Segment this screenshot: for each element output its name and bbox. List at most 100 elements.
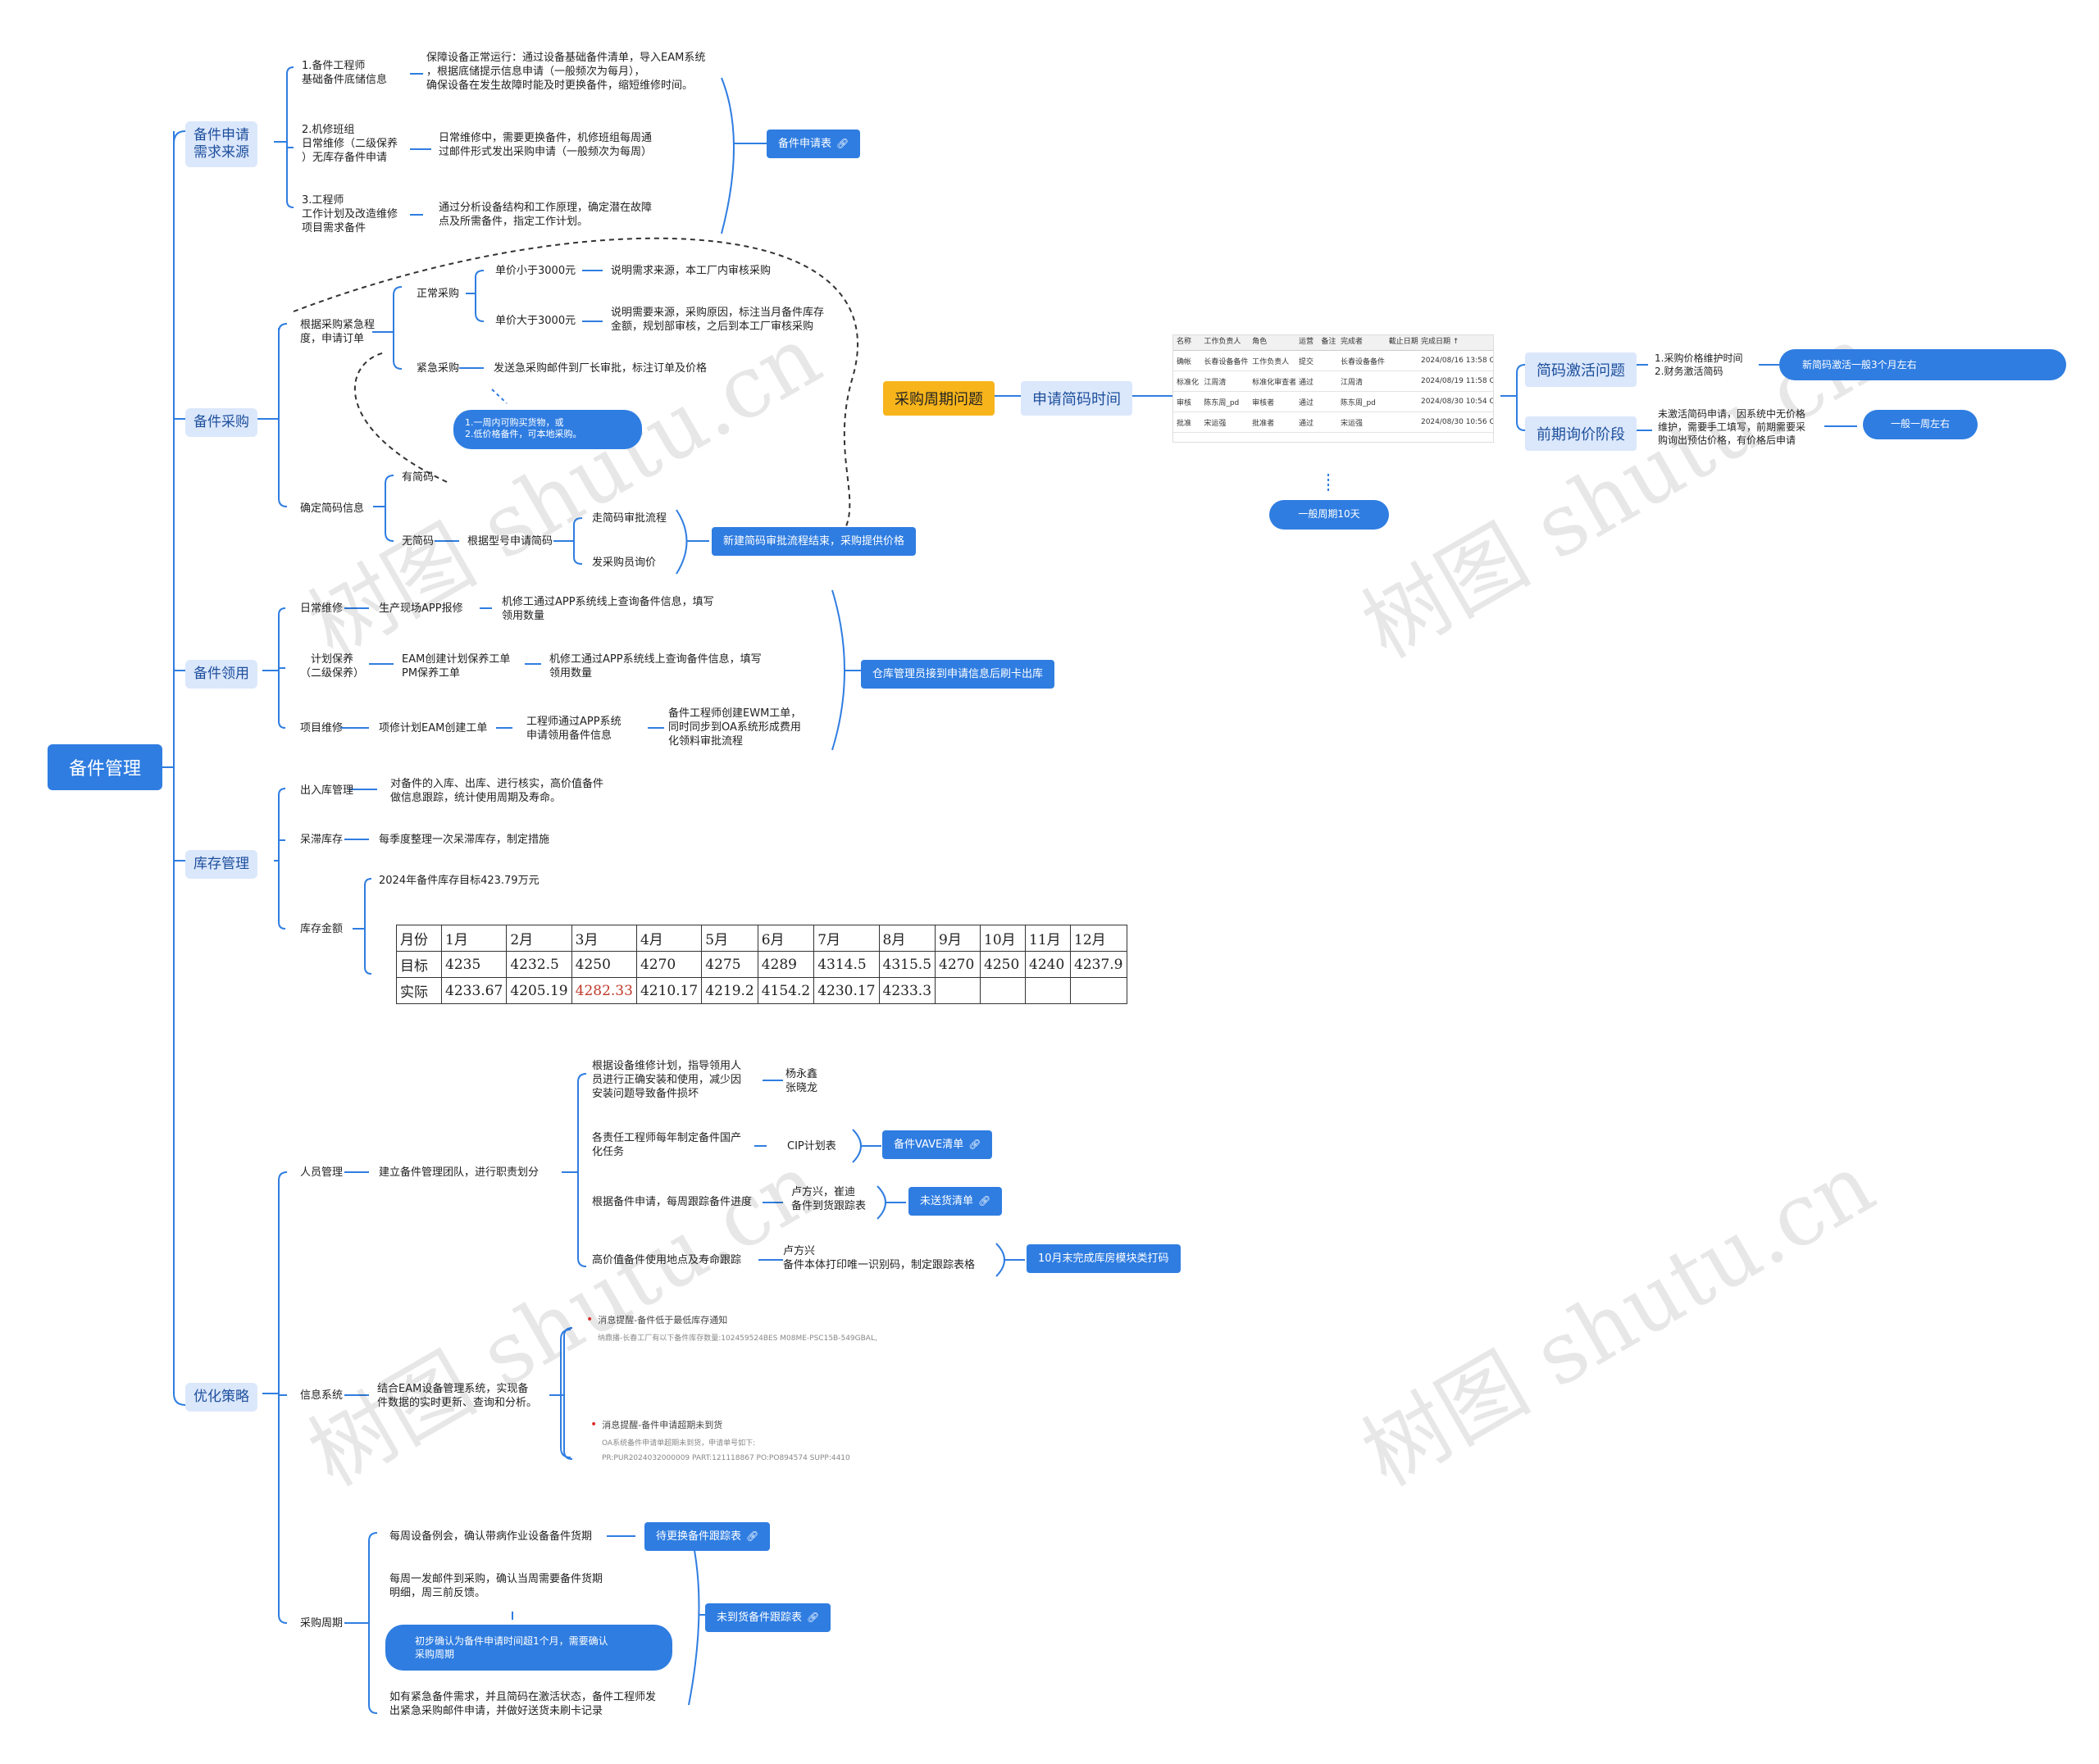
demand-form-button[interactable]: 备件申请表 🔗︎: [767, 130, 861, 158]
purchase-result[interactable]: 新建简码审批流程结束，采购提供价格: [712, 527, 917, 556]
table-cell: 实际: [396, 977, 442, 1004]
opt-info[interactable]: 信息系统: [300, 1389, 344, 1402]
purchase-gt3000[interactable]: 单价大于3000元: [495, 315, 576, 327]
opt-c2-note[interactable]: 初步确认为备件申请时间超1个月，需要确认 采购周期: [385, 1625, 672, 1671]
approval-screenshot: 名称 工作负责人 角色 运营 备注 完成者 截止日期 完成日期 ↑ 确帐长春设备…: [1172, 334, 1494, 443]
branch-demand-source[interactable]: 备件申请 需求来源: [185, 121, 257, 167]
cell: 通过: [1298, 398, 1314, 407]
table-cell: 4219.2: [701, 977, 758, 1004]
col-header: 完成日期 ↑: [1420, 338, 1459, 346]
purchase-lt3000[interactable]: 单价小于3000元: [495, 265, 576, 277]
opt-p1[interactable]: 根据设备维修计划，指导领用人 员进行正确安装和使用，减少因 安装问题导致备件损坏: [592, 1060, 742, 1100]
stock-table: 月份 1月 2月 3月 4月 5月 6月 7月 8月 9月 10月 11月 12…: [396, 925, 1127, 1004]
branch-optimize[interactable]: 优化策略: [185, 1383, 257, 1412]
col-header: 运营: [1298, 338, 1314, 346]
opt-p3[interactable]: 根据备件申请，每周跟踪备件进度: [592, 1196, 753, 1208]
cycle-apply-time[interactable]: 申请简码时间: [1021, 381, 1132, 416]
message-title: 消息提醒-备件低于最低库存通知: [598, 1315, 728, 1325]
screenshot-header: 名称 工作负责人 角色 运营 备注 完成者 截止日期 完成日期 ↑: [1173, 335, 1493, 351]
table-cell: 4月: [635, 925, 703, 952]
purchase-note[interactable]: 1.一周内可购买货物，或 2.低价格备件，可本地采购。: [453, 410, 642, 449]
cycle-period[interactable]: 一般周期10天: [1269, 500, 1389, 530]
purchase-code-flow[interactable]: 走简码审批流程: [592, 512, 667, 525]
purchase-normal[interactable]: 正常采购: [417, 288, 460, 300]
issue-plan[interactable]: 计划保养 （二级保养）: [300, 653, 365, 680]
opt-p2[interactable]: 各责任工程师每年制定备件国产 化任务: [592, 1132, 742, 1158]
demand-detail-3: 通过分析设备结构和工作原理，确定潜在故障 点及所需备件，指定工作计划。: [439, 202, 653, 228]
table-cell: 4232.5: [506, 951, 572, 978]
branch-stock[interactable]: 库存管理: [185, 850, 257, 879]
stock-table-target-row: 目标 4235 4232.5 4250 4270 4275 4289 4314.…: [396, 951, 1127, 978]
branch-issue[interactable]: 备件领用: [185, 660, 257, 689]
issue-result[interactable]: 仓库管理员接到申请信息后刷卡出库: [861, 660, 1055, 689]
opt-people[interactable]: 人员管理: [300, 1166, 344, 1179]
p4-result[interactable]: 10月末完成库房模块类打码: [1027, 1244, 1181, 1273]
demand-item-2[interactable]: 2.机修班组 日常维修（二级保养 ）无库存备件申请: [302, 124, 398, 164]
root-node[interactable]: 备件管理: [48, 744, 162, 790]
opt-p3-owner: 卢方兴，崔迪 备件到货跟踪表: [791, 1186, 867, 1212]
table-cell: 4205.19: [506, 977, 572, 1004]
activate-result[interactable]: 新简码激活一般3个月左右: [1779, 349, 2066, 380]
attachment-icon: 🔗︎: [836, 138, 849, 149]
opt-c2[interactable]: 每周一发邮件到采购，确认当周需要备件货期 明细，周三前反馈。: [389, 1573, 603, 1599]
table-cell: 4250: [980, 951, 1027, 978]
purchase-confirm-code[interactable]: 确定简码信息: [300, 502, 365, 515]
col-header: 备注: [1321, 338, 1336, 346]
table-cell: 4154.2: [757, 977, 815, 1004]
issue-project-ewm: 备件工程师创建EWM工单， 同时同步到OA系统形成费用 化领料审批流程: [668, 707, 802, 748]
issue-plan-eam[interactable]: EAM创建计划保养工单 PM保养工单: [402, 653, 511, 680]
table-cell: [980, 977, 1027, 1004]
purchase-apply-code[interactable]: 根据型号申请简码: [467, 535, 553, 548]
table-cell: 11月: [1025, 925, 1072, 952]
purchase-urgency[interactable]: 根据采购紧急程 度，申请订单: [300, 319, 376, 345]
issue-daily[interactable]: 日常维修: [300, 602, 344, 615]
cell: 2024/08/19 11:58 CST: [1420, 377, 1493, 385]
cycle-issue-title[interactable]: 采购周期问题: [883, 381, 995, 416]
issue-project-eam[interactable]: 项修计划EAM创建工单: [379, 722, 488, 734]
table-cell: 4233.67: [440, 977, 508, 1004]
message-body: 纳鼎播-长春工厂有以下备件库存数量:102459524BES M08ME-PSC…: [598, 1334, 877, 1343]
demand-form-label: 备件申请表: [778, 138, 832, 150]
replace-tracking-button[interactable]: 待更换备件跟踪表🔗︎: [644, 1522, 771, 1551]
table-cell: 4270: [635, 951, 703, 978]
cell: 审核: [1177, 398, 1192, 407]
purchase-lt3000-detail: 说明需求来源，本工厂内审核采购: [611, 265, 772, 277]
table-cell: 4289: [757, 951, 815, 978]
inquiry-stage[interactable]: 前期询价阶段: [1525, 416, 1637, 451]
undelivered-tracking-button[interactable]: 未到货备件跟踪表🔗︎: [705, 1603, 831, 1632]
table-cell: [935, 977, 981, 1004]
opt-cycle[interactable]: 采购周期: [300, 1617, 344, 1630]
inquiry-result[interactable]: 一般一周左右: [1863, 410, 1978, 439]
stock-inout[interactable]: 出入库管理: [300, 784, 354, 797]
vave-list-button[interactable]: 备件VAVE清单🔗︎: [882, 1130, 993, 1159]
stock-stale[interactable]: 呆滞库存: [300, 834, 344, 846]
cell: 工作负责人: [1252, 357, 1290, 366]
opt-info-detail: 结合EAM设备管理系统，实现备 件数据的实时更新、查询和分析。: [377, 1383, 538, 1409]
issue-project[interactable]: 项目维修: [300, 722, 344, 734]
branch-purchase[interactable]: 备件采购: [185, 408, 257, 437]
purchase-has-code[interactable]: 有简码: [402, 471, 435, 484]
undelivered-list-button[interactable]: 未送货清单 🔗︎: [908, 1187, 1003, 1216]
opt-c1[interactable]: 每周设备例会，确认带病作业设备备件货期: [389, 1530, 593, 1543]
stock-amount[interactable]: 库存金额: [300, 923, 344, 935]
opt-c3[interactable]: 如有紧急备件需求，并且简码在激活状态，备件工程师发 出紧急采购邮件申请，并做好送…: [389, 1691, 657, 1717]
purchase-urgent[interactable]: 紧急采购: [417, 362, 460, 375]
issue-daily-app[interactable]: 生产现场APP报修: [379, 602, 463, 615]
table-cell: 4233.3: [878, 977, 936, 1004]
purchase-inquiry[interactable]: 发采购员询价: [592, 557, 657, 569]
demand-item-1[interactable]: 1.备件工程师 基础备件底储信息: [302, 60, 388, 86]
opt-team[interactable]: 建立备件管理团队，进行职责划分: [379, 1166, 540, 1179]
cell: 2024/08/30 10:56 CST: [1420, 418, 1493, 426]
attachment-icon: 🔗︎: [807, 1612, 820, 1623]
purchase-no-code[interactable]: 无简码: [402, 535, 435, 548]
demand-detail-1: 保障设备正常运行：通过设备基础备件清单，导入EAM系统 ，根据底储提示信息申请（…: [426, 52, 706, 92]
opt-p4[interactable]: 高价值备件使用地点及寿命跟踪: [592, 1254, 742, 1266]
undelivered-list-label: 未送货清单: [920, 1195, 974, 1207]
demand-item-3[interactable]: 3.工程师 工作计划及改造维修 项目需求备件: [302, 194, 398, 234]
cell: 陈东周_pd: [1340, 398, 1376, 407]
activate-issue[interactable]: 简码激活问题: [1525, 352, 1637, 387]
message-body: OA系统备件申请单超期未到货，申请单号如下: PR:PUR20240320000…: [602, 1439, 850, 1462]
issue-project-app[interactable]: 工程师通过APP系统 申请领用备件信息: [526, 716, 622, 742]
attachment-icon: 🔗︎: [978, 1195, 991, 1207]
col-header: 完成者: [1340, 338, 1363, 346]
